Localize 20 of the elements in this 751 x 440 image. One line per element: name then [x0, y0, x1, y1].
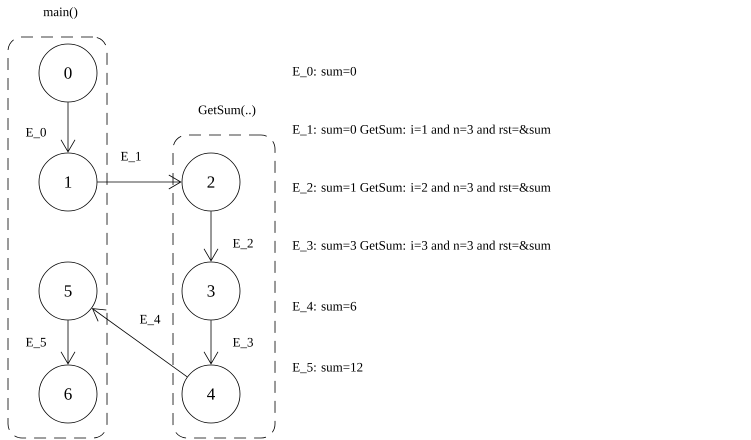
condition-text: E_2: sum=1 GetSum: i=2 and n=3 and rst=&sum: [292, 182, 551, 194]
edge-label: E_5: [24, 336, 48, 350]
arrow: [92, 308, 188, 378]
edge-label: E_4: [138, 314, 162, 326]
arrow: [60, 102, 76, 153]
node-label: GetSum(..): [198, 105, 256, 117]
arrow: [97, 174, 182, 190]
edge-label: E_1: [120, 150, 142, 164]
arrow: [204, 320, 218, 365]
condition-text: E_0: sum=0: [292, 66, 356, 78]
arrow: [204, 211, 218, 262]
condition-text: E_5: sum=12: [292, 362, 362, 374]
condition-text: E_1: sum=0 GetSum: i=1 and n=3 and rst=&sum: [292, 124, 551, 136]
node-label: main(): [43, 7, 78, 19]
condition-text: E_3: sum=3 GetSum: i=3 and n=3 and rst=&sum: [292, 240, 551, 252]
arrow: [60, 320, 76, 365]
condition-text: E_4: sum=6: [292, 302, 356, 312]
edge-label: E_2: [232, 238, 254, 250]
edge-label: E_0: [24, 126, 48, 140]
edge-label: E_3: [232, 336, 254, 350]
